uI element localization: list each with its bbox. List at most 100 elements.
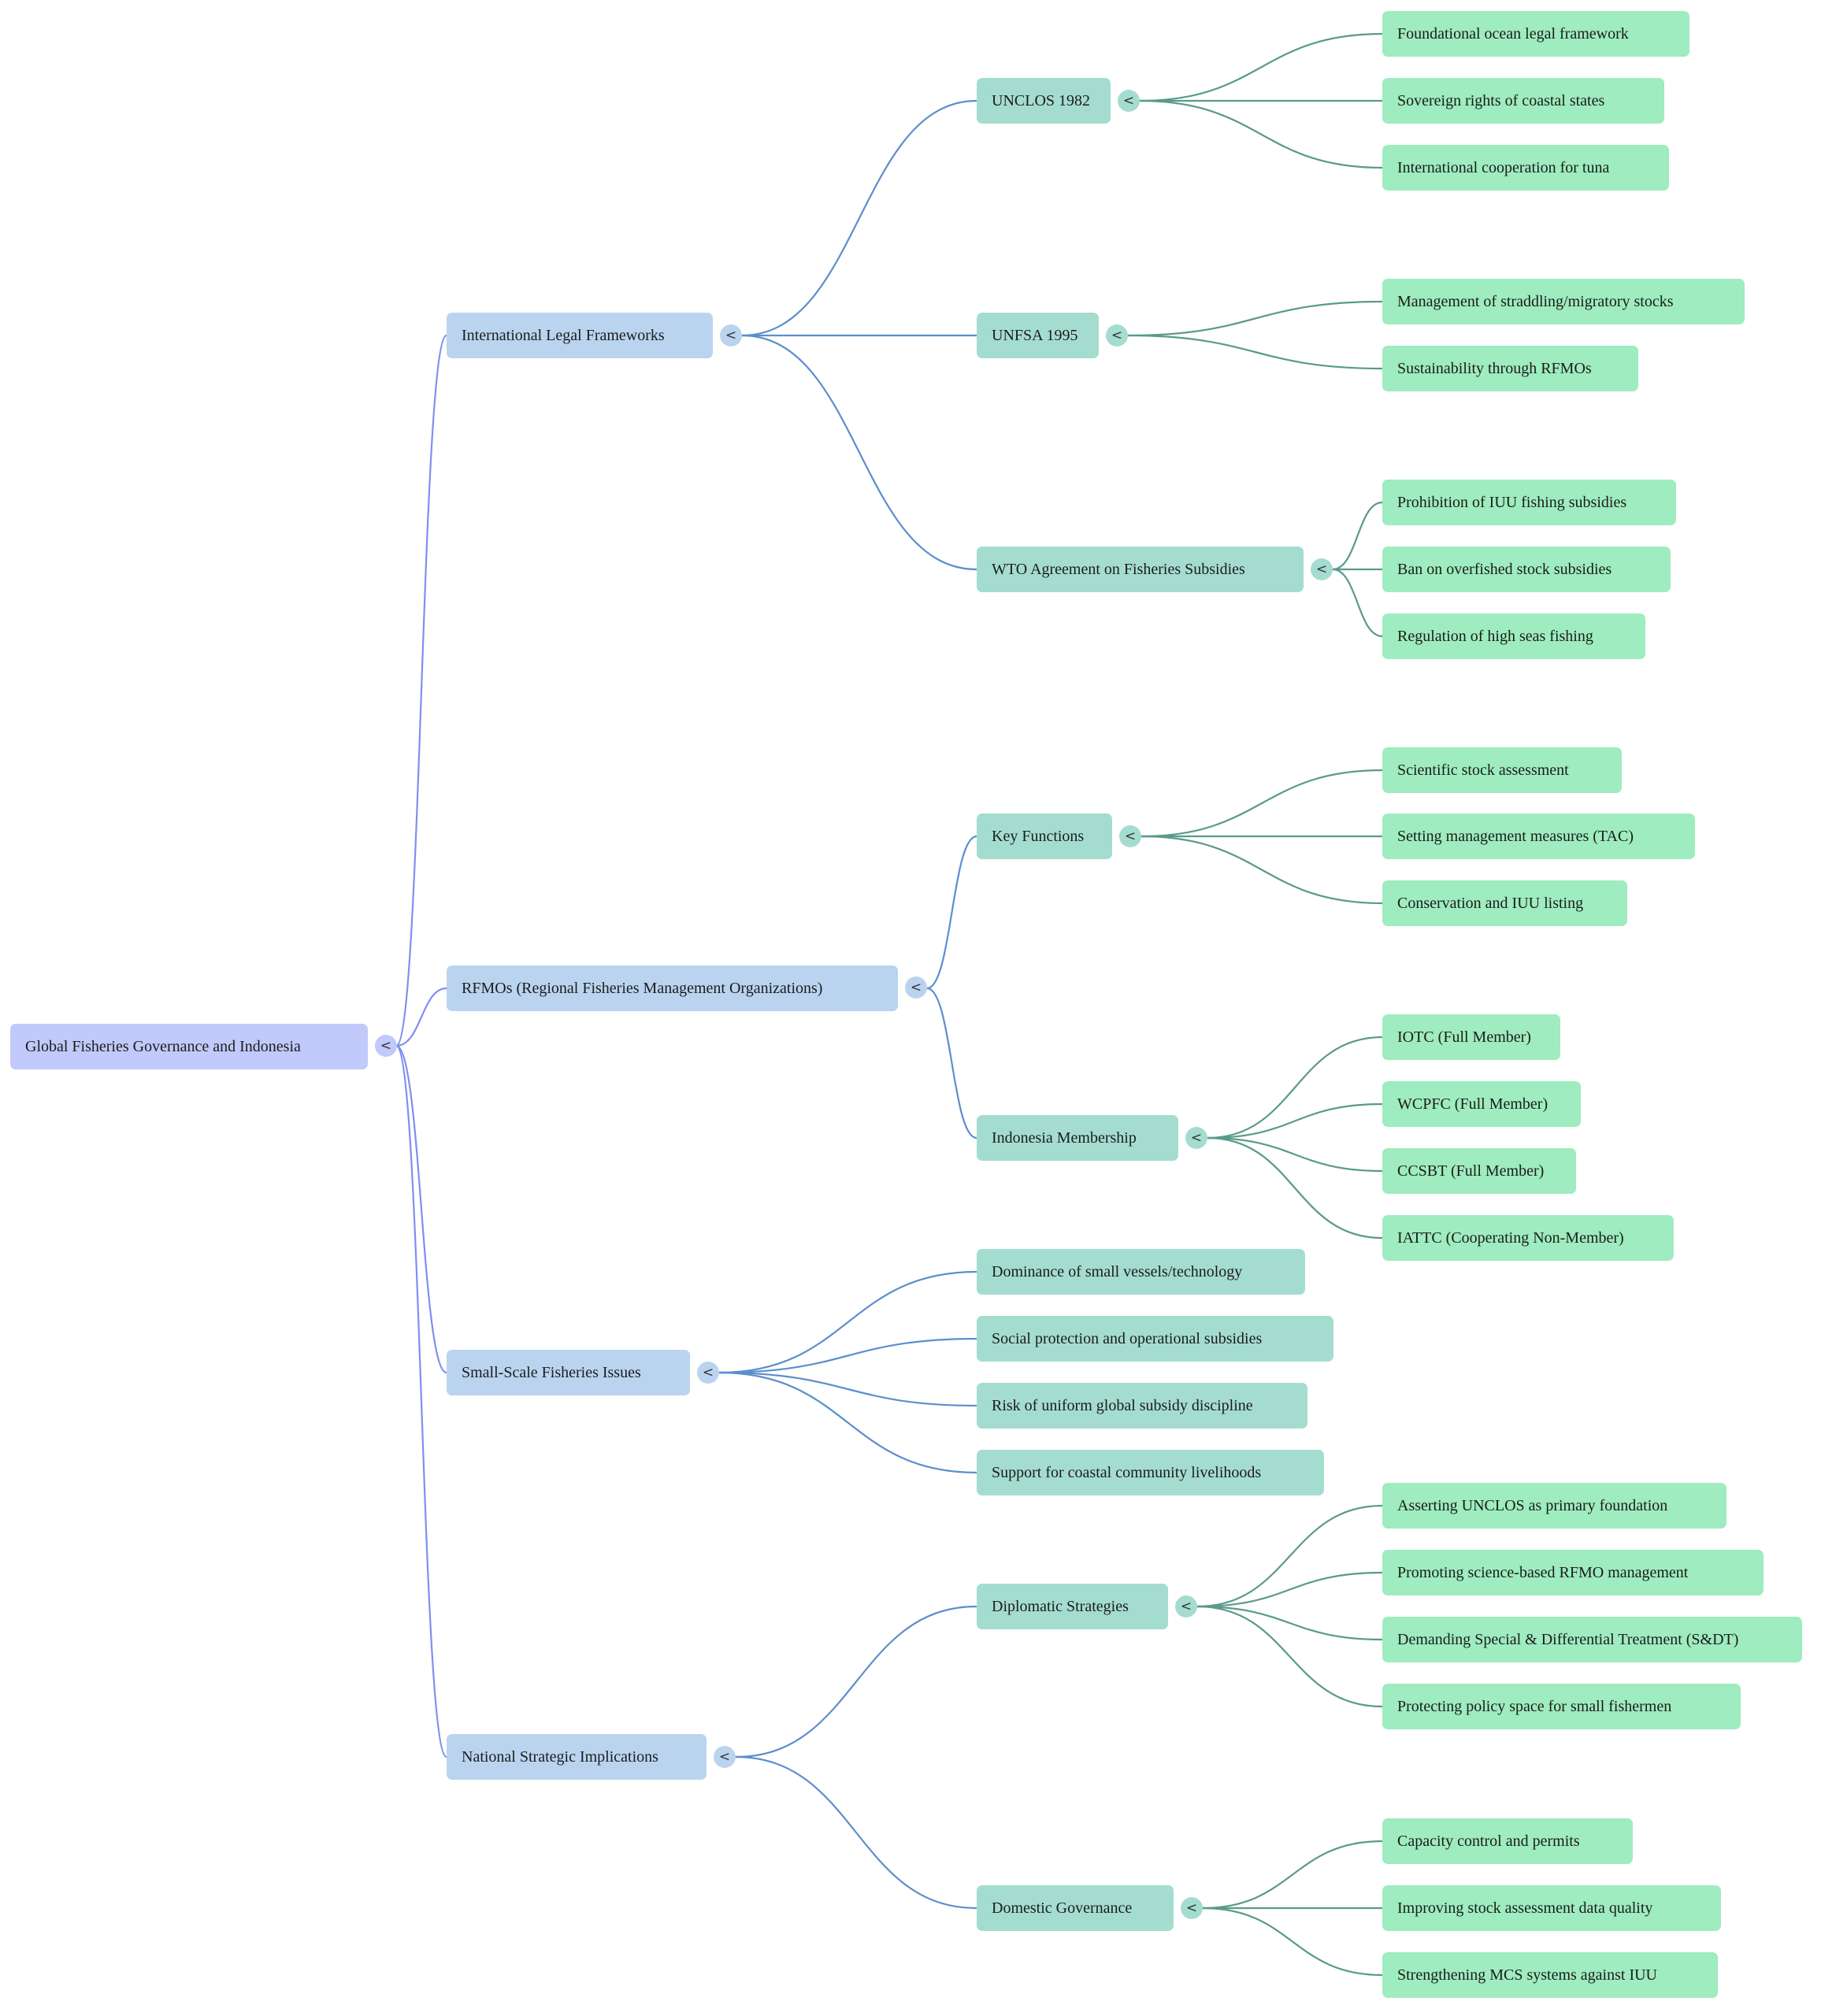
collapse-toggle-icon[interactable]: < bbox=[1185, 1127, 1207, 1149]
leaf-label: International cooperation for tuna bbox=[1397, 158, 1610, 176]
collapse-toggle-icon[interactable]: < bbox=[1118, 90, 1140, 112]
branch-label: National Strategic Implications bbox=[462, 1747, 658, 1766]
connector-line bbox=[926, 987, 977, 1140]
leaf-node[interactable]: Sovereign rights of coastal states bbox=[1382, 78, 1664, 124]
leaf-label: IATTC (Cooperating Non-Member) bbox=[1397, 1228, 1624, 1247]
connector-line bbox=[1139, 99, 1383, 169]
leaf-label: Sovereign rights of coastal states bbox=[1397, 91, 1605, 109]
collapse-toggle-icon[interactable]: < bbox=[1119, 825, 1141, 847]
root-label: Global Fisheries Governance and Indonesi… bbox=[25, 1037, 301, 1055]
collapse-toggle-icon[interactable]: < bbox=[714, 1746, 736, 1768]
leaf-node[interactable]: Strengthening MCS systems against IUU bbox=[1382, 1952, 1718, 1998]
collapse-toggle-icon[interactable]: < bbox=[1311, 558, 1333, 580]
leaf-node[interactable]: Foundational ocean legal framework bbox=[1382, 11, 1689, 57]
connector-line bbox=[735, 1755, 977, 1910]
leaf-node[interactable]: Management of straddling/migratory stock… bbox=[1382, 279, 1745, 324]
connector-line bbox=[1207, 1036, 1383, 1140]
branch-label: International Legal Frameworks bbox=[462, 326, 665, 344]
connector-line bbox=[1332, 568, 1383, 638]
branch-small-scale-fisheries[interactable]: Small-Scale Fisheries Issues bbox=[447, 1350, 690, 1395]
connector-line bbox=[1332, 501, 1383, 571]
topic-label: Domestic Governance bbox=[992, 1899, 1133, 1917]
collapse-toggle-icon[interactable]: < bbox=[720, 324, 742, 346]
leaf-node[interactable]: Protecting policy space for small fisher… bbox=[1382, 1684, 1741, 1729]
topic-key-functions[interactable]: Key Functions bbox=[977, 813, 1112, 859]
leaf-node[interactable]: Asserting UNCLOS as primary foundation bbox=[1382, 1483, 1726, 1529]
topic-wto-agreement[interactable]: WTO Agreement on Fisheries Subsidies bbox=[977, 547, 1304, 592]
leaf-label: Capacity control and permits bbox=[1397, 1832, 1580, 1850]
leaf-label: Demanding Special & Differential Treatme… bbox=[1397, 1630, 1739, 1648]
leaf-node[interactable]: IOTC (Full Member) bbox=[1382, 1014, 1560, 1060]
connector-line bbox=[395, 1044, 447, 1374]
leaf-label: IOTC (Full Member) bbox=[1397, 1028, 1531, 1046]
connector-line bbox=[1127, 300, 1383, 337]
leaf-node[interactable]: WCPFC (Full Member) bbox=[1382, 1081, 1581, 1127]
leaf-node[interactable]: Ban on overfished stock subsidies bbox=[1382, 547, 1671, 592]
leaf-label: Scientific stock assessment bbox=[1397, 761, 1569, 779]
topic-label: Dominance of small vessels/technology bbox=[992, 1262, 1243, 1280]
topic-label: WTO Agreement on Fisheries Subsidies bbox=[992, 560, 1245, 578]
leaf-label: Promoting science-based RFMO management bbox=[1397, 1563, 1689, 1581]
topic-social-protection[interactable]: Social protection and operational subsid… bbox=[977, 1316, 1333, 1362]
connector-line bbox=[741, 334, 977, 571]
collapse-toggle-icon[interactable]: < bbox=[697, 1362, 719, 1384]
leaf-label: Ban on overfished stock subsidies bbox=[1397, 560, 1612, 578]
leaf-node[interactable]: Prohibition of IUU fishing subsidies bbox=[1382, 480, 1676, 525]
topic-unfsa-1995[interactable]: UNFSA 1995 bbox=[977, 313, 1099, 358]
topic-unclos-1982[interactable]: UNCLOS 1982 bbox=[977, 78, 1111, 124]
topic-label: UNCLOS 1982 bbox=[992, 91, 1091, 109]
topic-label: Key Functions bbox=[992, 827, 1085, 845]
leaf-node[interactable]: Improving stock assessment data quality bbox=[1382, 1885, 1721, 1931]
topic-label: Support for coastal community livelihood… bbox=[992, 1463, 1262, 1481]
branch-international-legal-frameworks[interactable]: International Legal Frameworks bbox=[447, 313, 713, 358]
topic-diplomatic-strategies[interactable]: Diplomatic Strategies bbox=[977, 1584, 1168, 1629]
root-node[interactable]: Global Fisheries Governance and Indonesi… bbox=[10, 1024, 368, 1069]
connector-line bbox=[718, 1270, 977, 1374]
leaf-node[interactable]: Demanding Special & Differential Treatme… bbox=[1382, 1617, 1802, 1662]
leaf-node[interactable]: International cooperation for tuna bbox=[1382, 145, 1669, 191]
connector-line bbox=[1207, 1136, 1383, 1240]
connector-line bbox=[718, 1371, 977, 1407]
connector-line bbox=[1196, 1571, 1383, 1608]
topic-uniform-subsidy-risk[interactable]: Risk of uniform global subsidy disciplin… bbox=[977, 1383, 1307, 1429]
leaf-label: Asserting UNCLOS as primary foundation bbox=[1397, 1496, 1668, 1514]
branch-label: Small-Scale Fisheries Issues bbox=[462, 1363, 641, 1381]
branch-national-strategic-implications[interactable]: National Strategic Implications bbox=[447, 1734, 707, 1780]
leaf-node[interactable]: Capacity control and permits bbox=[1382, 1818, 1633, 1864]
topic-coastal-livelihoods[interactable]: Support for coastal community livelihood… bbox=[977, 1450, 1324, 1495]
leaf-node[interactable]: Sustainability through RFMOs bbox=[1382, 346, 1638, 391]
connector-line bbox=[735, 1605, 977, 1758]
collapse-toggle-icon[interactable]: < bbox=[375, 1035, 397, 1057]
leaf-node[interactable]: Scientific stock assessment bbox=[1382, 747, 1622, 793]
leaf-label: Setting management measures (TAC) bbox=[1397, 827, 1634, 845]
leaf-node[interactable]: Setting management measures (TAC) bbox=[1382, 813, 1695, 859]
collapse-toggle-icon[interactable]: < bbox=[905, 976, 927, 999]
connector-line bbox=[1196, 1504, 1383, 1608]
connector-line bbox=[1202, 1840, 1383, 1910]
leaf-label: Strengthening MCS systems against IUU bbox=[1397, 1966, 1657, 1984]
leaf-node[interactable]: CCSBT (Full Member) bbox=[1382, 1148, 1576, 1194]
leaf-node[interactable]: Promoting science-based RFMO management bbox=[1382, 1550, 1764, 1595]
topic-small-vessels[interactable]: Dominance of small vessels/technology bbox=[977, 1249, 1305, 1295]
connector-line bbox=[1207, 1102, 1383, 1140]
topic-domestic-governance[interactable]: Domestic Governance bbox=[977, 1885, 1174, 1931]
branch-rfmos[interactable]: RFMOs (Regional Fisheries Management Org… bbox=[447, 965, 898, 1011]
topic-label: Risk of uniform global subsidy disciplin… bbox=[992, 1396, 1253, 1414]
connector-line bbox=[395, 334, 448, 1047]
connector-line bbox=[1140, 835, 1383, 905]
leaf-node[interactable]: IATTC (Cooperating Non-Member) bbox=[1382, 1215, 1674, 1261]
leaf-label: Management of straddling/migratory stock… bbox=[1397, 292, 1674, 310]
leaf-label: CCSBT (Full Member) bbox=[1397, 1162, 1545, 1180]
topic-indonesia-membership[interactable]: Indonesia Membership bbox=[977, 1115, 1178, 1161]
connector-line bbox=[1127, 334, 1383, 370]
collapse-toggle-icon[interactable]: < bbox=[1175, 1595, 1197, 1618]
connector-line bbox=[1139, 32, 1383, 102]
leaf-node[interactable]: Conservation and IUU listing bbox=[1382, 880, 1627, 926]
collapse-toggle-icon[interactable]: < bbox=[1181, 1897, 1203, 1919]
connector-line bbox=[1196, 1605, 1383, 1641]
leaf-label: Foundational ocean legal framework bbox=[1397, 24, 1629, 43]
topic-label: Indonesia Membership bbox=[992, 1128, 1137, 1147]
leaf-node[interactable]: Regulation of high seas fishing bbox=[1382, 613, 1645, 659]
collapse-toggle-icon[interactable]: < bbox=[1106, 324, 1128, 346]
